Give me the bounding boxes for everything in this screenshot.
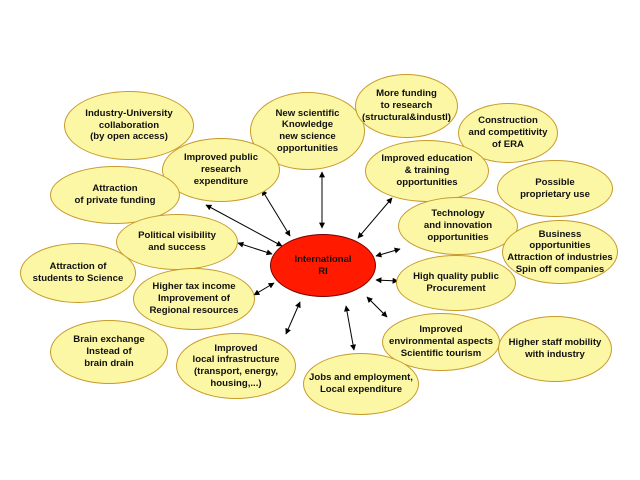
arrow-technology-innovation <box>375 247 401 258</box>
arrow-higher-tax <box>253 282 275 296</box>
node-political-visibility: Political visibility and success <box>116 214 238 270</box>
node-environmental: Improved environmental aspects Scientifi… <box>382 313 500 371</box>
node-improved-education: Improved education & training opportunit… <box>365 140 489 202</box>
arrow-improved-public-research <box>261 189 291 237</box>
node-more-funding: More funding to research (structural&ind… <box>355 74 458 138</box>
arrow-local-infrastructure <box>285 301 301 335</box>
node-attraction-students: Attraction of students to Science <box>20 243 136 303</box>
arrow-attraction-private <box>205 204 283 247</box>
node-improved-public-research: Improved public research expenditure <box>162 138 280 202</box>
arrow-improved-education <box>357 197 393 239</box>
arrow-jobs-employment <box>344 305 356 351</box>
node-jobs-employment: Jobs and employment, Local expenditure <box>303 353 419 415</box>
node-brain-exchange: Brain exchange Instead of brain drain <box>50 320 168 384</box>
node-high-quality-procurement: High quality public Procurement <box>396 255 516 311</box>
node-local-infrastructure: Improved local infrastructure (transport… <box>176 333 296 399</box>
node-staff-mobility: Higher staff mobility with industry <box>498 316 612 382</box>
center-node-international-ri: International RI <box>270 234 376 297</box>
arrow-political-visibility <box>237 241 273 256</box>
node-industry-university: Industry-University collaboration (by op… <box>64 91 194 160</box>
node-technology-innovation: Technology and innovation opportunities <box>398 197 518 255</box>
node-business-opportunities: Business opportunities Attraction of ind… <box>502 220 618 284</box>
arrow-high-quality-procurement <box>375 277 399 284</box>
node-higher-tax: Higher tax income Improvement of Regiona… <box>133 268 255 330</box>
arrow-environmental <box>366 296 388 318</box>
node-possible-proprietary: Possible proprietary use <box>497 160 613 217</box>
